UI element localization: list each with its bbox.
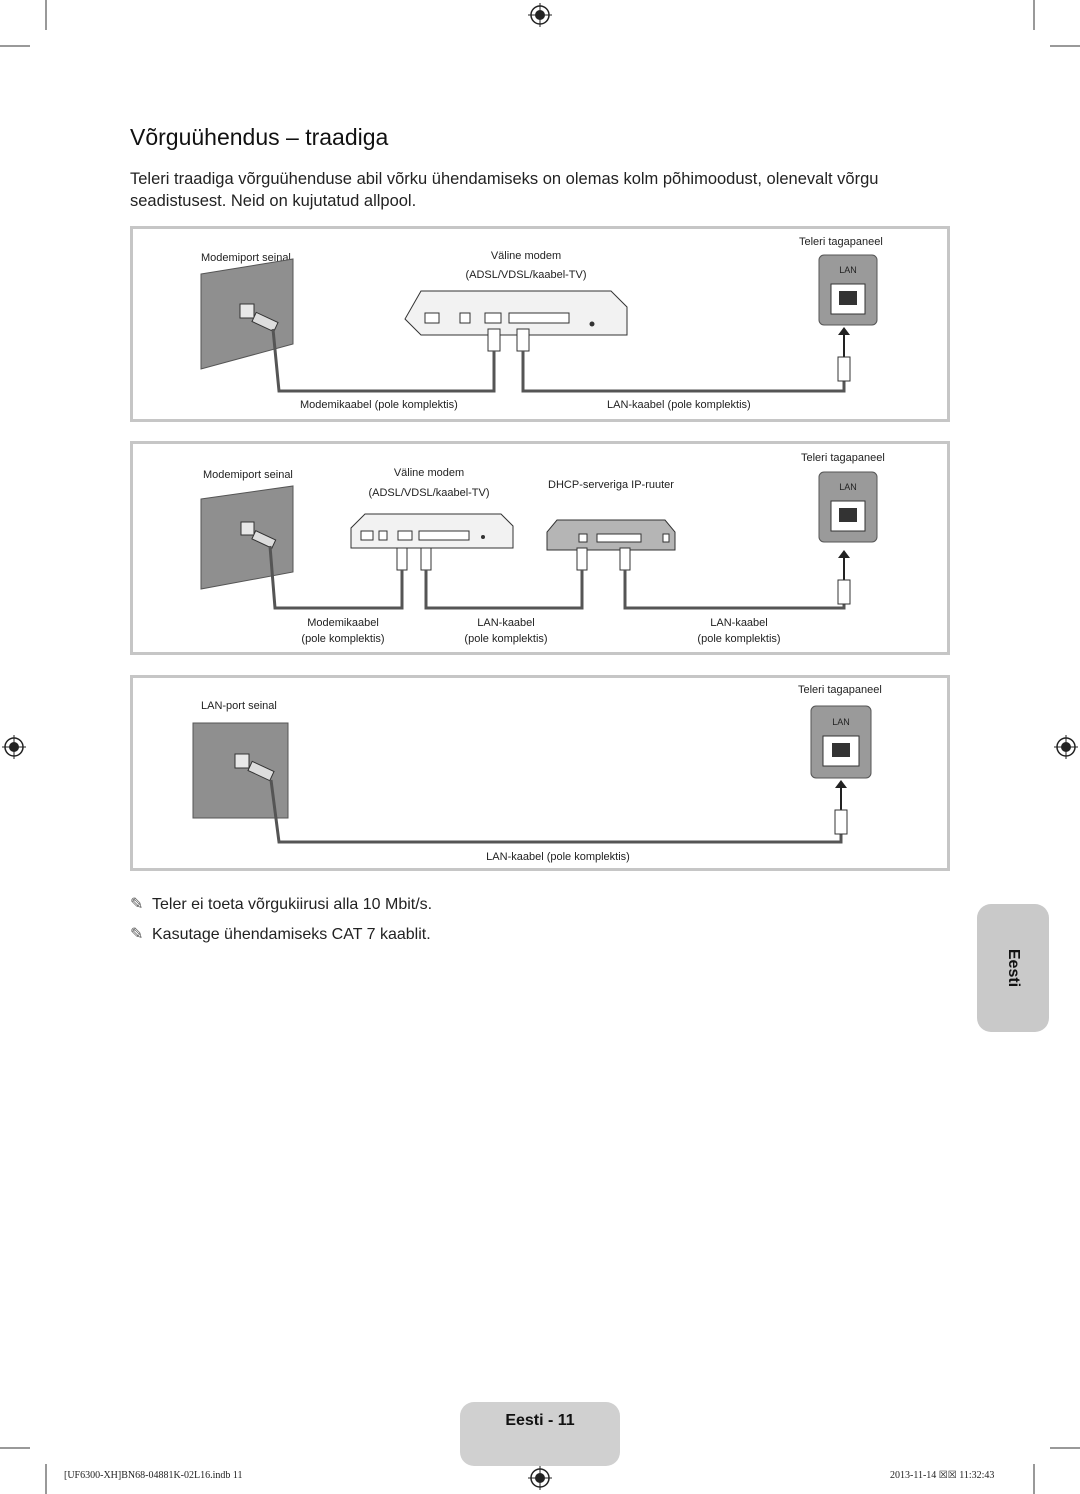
tv-lan-plug-icon <box>837 579 851 605</box>
tv-lan-plug-icon <box>834 809 848 835</box>
language-side-tab-label: Eesti <box>1005 948 1022 988</box>
note-item: ✎ Teler ei toeta võrgukiirusi alla 10 Mbi… <box>130 894 432 914</box>
registration-mark-left-icon <box>2 735 26 759</box>
tv-back-panel-label: Teleri tagapaneel <box>798 684 882 696</box>
lan-cable-label: LAN-kaabel <box>477 617 535 629</box>
footer-file-info: [UF6300-XH]BN68-04881K-02L16.indb 11 <box>64 1470 243 1481</box>
diagram3-graphics <box>192 705 872 844</box>
lan-cable-label: LAN-kaabel (pole komplektis) <box>486 851 630 863</box>
footer-timestamp: 2013-11-14 ☒☒ 11:32:43 <box>890 1470 995 1481</box>
wall-plug-icon <box>247 760 275 782</box>
note-item: ✎ Kasutage ühendamiseks CAT 7 kaablit. <box>130 924 431 944</box>
tv-back-panel-label: Teleri tagapaneel <box>799 236 883 248</box>
modem-cable-label: Modemikaabel <box>307 617 379 629</box>
tv-lan-plug-icon <box>837 356 851 382</box>
modem-sublabel: (ADSL/VDSL/kaabel-TV) <box>368 487 490 499</box>
intro-text: Teleri traadiga võrguühenduse abil võrku… <box>130 170 879 210</box>
page-number-label: Eesti - 11 <box>505 1412 575 1429</box>
diagram-panel-modem: Modemiport seinal Väline modem (ADSL/VDS… <box>130 226 950 422</box>
router-label: DHCP-serveriga IP-ruuter <box>548 479 674 491</box>
lan-cable-2-sublabel: (pole komplektis) <box>697 633 781 645</box>
diagram2-graphics <box>200 471 878 610</box>
note-text: Kasutage ühendamiseks CAT 7 kaablit. <box>152 926 431 943</box>
lan-cable-line <box>269 779 843 844</box>
pencil-note-icon: ✎ <box>130 926 144 943</box>
tv-back-panel-label: Teleri tagapaneel <box>801 452 885 464</box>
wall-port-label: LAN-port seinal <box>201 700 277 712</box>
modem-cable-plug-icon <box>487 328 501 352</box>
arrow-up-icon <box>835 780 847 788</box>
wall-plug-icon <box>251 530 277 549</box>
lan-cable-line <box>521 351 846 393</box>
wall-icon <box>200 485 294 590</box>
lan-cable-sublabel: (pole komplektis) <box>464 633 548 645</box>
language-side-tab: Eesti <box>977 904 1049 1032</box>
wall-port-label: Modemiport seinal <box>203 469 293 481</box>
modem-sublabel: (ADSL/VDSL/kaabel-TV) <box>465 269 587 281</box>
lan-cable-2-label: LAN-kaabel <box>710 617 768 629</box>
modem-label: Väline modem <box>490 250 562 262</box>
modem-cable-line <box>271 328 496 393</box>
wall-port-label: Modemiport seinal <box>201 252 291 264</box>
lan-port-label: LAN <box>839 482 857 492</box>
wall-plug-icon <box>251 311 279 333</box>
lan-cable-plug-icon <box>516 328 530 352</box>
arrow-up-icon <box>838 327 850 335</box>
lan-port-label: LAN <box>832 717 850 727</box>
wall-socket-icon <box>234 753 250 769</box>
diagram-panel-router: Modemiport seinal Väline modem (ADSL/VDS… <box>130 441 950 655</box>
registration-mark-right-icon <box>1054 735 1078 759</box>
arrow-up-icon <box>838 550 850 558</box>
wall-socket-icon <box>239 303 255 319</box>
note-text: Teler ei toeta võrgukiirusi alla 10 Mbit… <box>152 896 433 913</box>
wall-icon <box>192 722 289 819</box>
modem-label: Väline modem <box>393 467 465 479</box>
lan-port-label: LAN <box>839 265 857 275</box>
lan-cable-label: LAN-kaabel (pole komplektis) <box>607 399 751 411</box>
diagram-panel-wall-lan: LAN-port seinal Teleri tagapaneel LAN-ka… <box>130 675 950 871</box>
wall-socket-icon <box>240 521 255 536</box>
registration-mark-bottom-icon <box>528 1466 552 1490</box>
page-number-box: Eesti - 11 <box>460 1402 620 1466</box>
pencil-note-icon: ✎ <box>130 896 144 913</box>
diagram1-graphics <box>200 254 878 393</box>
modem-cable-sublabel: (pole komplektis) <box>301 633 385 645</box>
page-title: Võrguühendus – traadiga <box>130 124 389 150</box>
modem-cable-label: Modemikaabel (pole komplektis) <box>300 399 458 411</box>
registration-mark-top-icon <box>528 3 552 27</box>
